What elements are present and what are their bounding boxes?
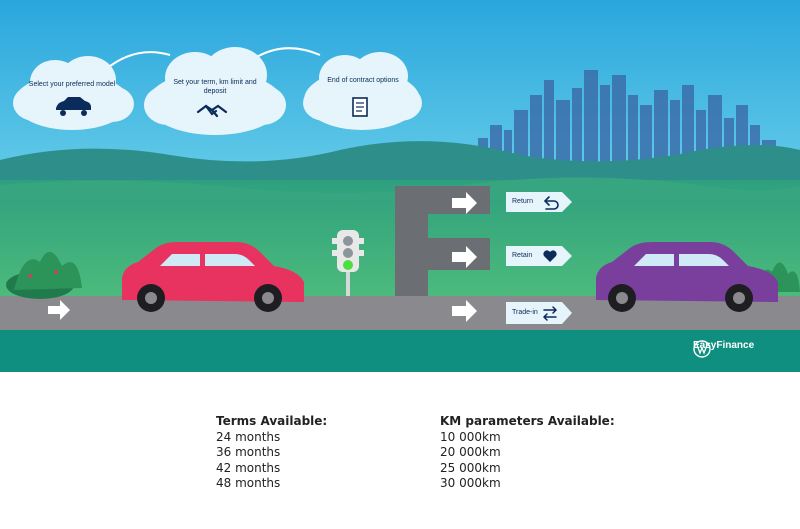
km-section: KM parameters Available: 10 000km 20 000… xyxy=(440,414,615,492)
option-signs xyxy=(506,192,572,324)
traffic-light xyxy=(332,230,364,296)
km-heading: KM parameters Available: xyxy=(440,414,615,428)
road-arrows xyxy=(48,192,477,322)
step-2-label-line2: km limit and deposit xyxy=(203,79,257,95)
road-arrow-start xyxy=(48,300,70,320)
brand-badge: EasyFinance xyxy=(693,340,755,358)
brand-name: EasyFinance xyxy=(693,340,755,351)
cloud-step-2 xyxy=(144,47,286,135)
step-3-label-line1: End of xyxy=(327,77,348,84)
step-2-label-line1: Set your term, xyxy=(173,79,218,86)
road-arrow-middle xyxy=(452,246,477,268)
step-3-label: End of contract options xyxy=(318,76,408,85)
pink-car xyxy=(122,242,304,312)
step-2-label: Set your term, km limit and deposit xyxy=(170,78,260,96)
step-3-label-line2: contract options xyxy=(349,77,399,84)
finance-journey-illustration: Select your preferred model Set your ter… xyxy=(0,0,800,372)
document-icon xyxy=(352,97,368,117)
step-clouds xyxy=(13,47,422,135)
purple-car xyxy=(596,242,778,312)
connector-arc-2 xyxy=(254,47,321,59)
terms-item: 24 months xyxy=(216,429,281,444)
terms-item: 36 months xyxy=(216,445,281,459)
km-item: 20 000km xyxy=(440,445,501,459)
connector-arc-1 xyxy=(104,51,171,71)
swap-arrows-icon xyxy=(542,306,558,321)
km-item: 25 000km xyxy=(440,460,501,475)
road-arrow-bottom xyxy=(452,300,477,322)
terms-heading: Terms Available: xyxy=(216,414,328,428)
handshake-icon xyxy=(196,104,228,118)
road xyxy=(0,296,800,330)
road-arrow-top xyxy=(452,192,477,214)
step-1-label: Select your preferred model xyxy=(27,80,117,89)
scene-artwork xyxy=(0,0,800,372)
option-return-label: Return xyxy=(512,198,534,205)
heart-icon xyxy=(543,250,557,262)
bush-left xyxy=(6,251,82,299)
terms-item: 42 months xyxy=(216,460,281,475)
terms-item: 48 months xyxy=(216,476,281,490)
option-retain-label: Retain xyxy=(512,252,533,259)
option-sign-retain xyxy=(506,246,572,266)
terms-section: Terms Available: 24 months 36 months 42 … xyxy=(216,414,327,492)
teal-base xyxy=(0,330,800,372)
return-arrow-icon xyxy=(543,196,559,210)
option-sign-return xyxy=(506,192,572,212)
step-1-label-line2: preferred model xyxy=(65,81,116,88)
vw-logo-icon xyxy=(693,340,711,358)
option-trade-in-label: Trade-in xyxy=(512,309,538,316)
option-sign-trade-in xyxy=(506,302,572,324)
km-item: 30 000km xyxy=(440,476,501,490)
car-icon xyxy=(56,97,91,116)
km-item: 10 000km xyxy=(440,429,501,444)
step-1-label-line1: Select your xyxy=(28,81,64,88)
